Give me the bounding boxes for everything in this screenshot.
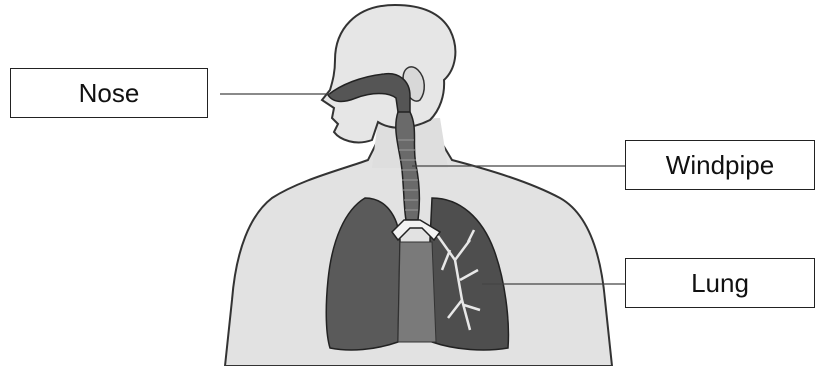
windpipe-label: Windpipe [625, 140, 815, 190]
lung-label: Lung [625, 258, 815, 308]
nose-label: Nose [10, 68, 208, 118]
mediastinum [398, 242, 436, 342]
